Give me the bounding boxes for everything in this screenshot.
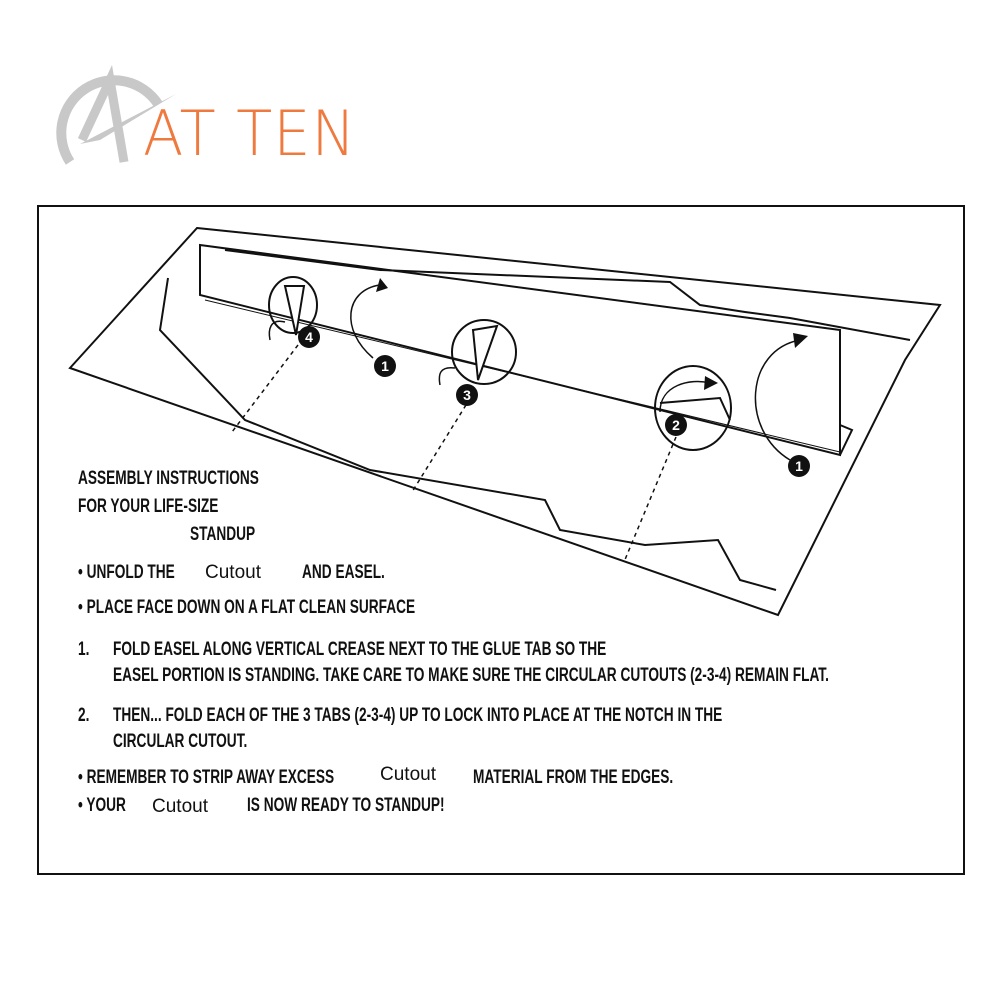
cutout-word: Cutout bbox=[380, 764, 436, 785]
heading-line2: FOR YOUR LIFE-SIZE bbox=[78, 496, 219, 517]
badge-1: 1 bbox=[374, 355, 396, 377]
step-2-line2: CIRCULAR CUTOUT. bbox=[113, 731, 248, 752]
bullet-place: • PLACE FACE DOWN ON A FLAT CLEAN SURFAC… bbox=[78, 597, 416, 618]
heading-line3: STANDUP bbox=[190, 524, 256, 545]
badge-3: 3 bbox=[456, 384, 478, 406]
cutout-word: Cutout bbox=[205, 562, 261, 583]
sheet-outline bbox=[68, 226, 942, 617]
bullet-remember: • REMEMBER TO STRIP AWAY EXCESS bbox=[78, 767, 335, 788]
logo-text: AT TEN bbox=[143, 97, 357, 170]
fold-arrows bbox=[268, 284, 801, 461]
step-1-number: 1. bbox=[78, 639, 90, 660]
step-2-number: 2. bbox=[78, 705, 90, 726]
badge-2: 2 bbox=[665, 414, 687, 436]
easel-panel bbox=[199, 243, 854, 457]
badge-4: 4 bbox=[298, 326, 320, 348]
bullet-your: • YOUR bbox=[78, 795, 126, 816]
circular-cutouts bbox=[268, 276, 732, 451]
instructions-frame bbox=[37, 205, 965, 875]
bullet-your-end: IS NOW READY TO STANDUP! bbox=[247, 795, 445, 816]
step-2-line1: THEN... FOLD EACH OF THE 3 TABS (2-3-4) … bbox=[113, 705, 723, 726]
dashed-fold-lines bbox=[231, 344, 677, 563]
bullet-unfold-end: AND EASEL. bbox=[302, 562, 385, 583]
bullet-remember-end: MATERIAL FROM THE EDGES. bbox=[473, 767, 674, 788]
badge-1-right: 1 bbox=[788, 455, 810, 477]
cutout-word: Cutout bbox=[152, 796, 208, 817]
step-1-line2: EASEL PORTION IS STANDING. TAKE CARE TO … bbox=[113, 665, 829, 686]
heading-line1: ASSEMBLY INSTRUCTIONS bbox=[78, 468, 259, 489]
step-1-line1: FOLD EASEL ALONG VERTICAL CREASE NEXT TO… bbox=[113, 639, 607, 660]
bullet-unfold: • UNFOLD THE bbox=[78, 562, 175, 583]
arrow-heads bbox=[376, 278, 808, 390]
logo-mark-icon bbox=[56, 65, 176, 165]
